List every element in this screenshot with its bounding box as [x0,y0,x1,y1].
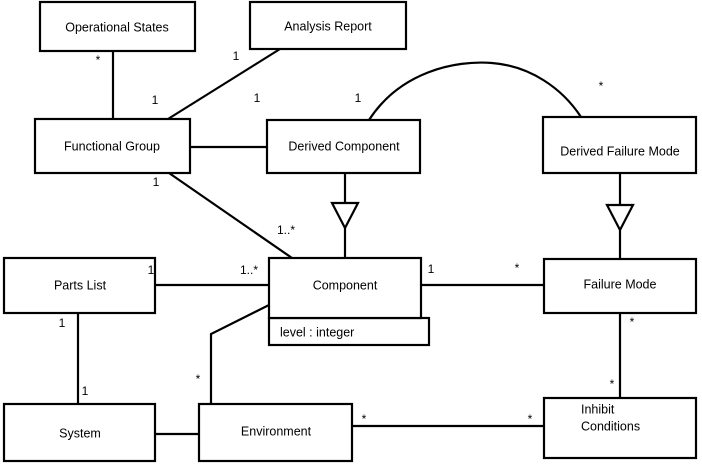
class-operational-states[interactable]: Operational States [38,0,197,53]
multiplicity-functional-group-top: 1 [152,93,159,107]
generalization-triangle-failure-mode-icon [605,203,635,233]
multiplicity-derived-component-left: 1 [254,91,261,105]
multiplicity-functional-group-bottom: 1 [153,175,160,189]
multiplicity-inhibit-conditions-top: * [610,377,615,391]
class-component-attribute-level: level : integer [280,325,354,339]
edge-functional-group-analysis-report [167,48,281,120]
multiplicity-component-topleft: 1..* [277,223,295,237]
edge-environment-component [209,304,270,404]
class-name-failure-mode: Failure Mode [584,277,657,291]
multiplicity-component-right: 1 [428,262,435,276]
class-name-parts-list: Parts List [54,278,107,292]
class-name-inhibit-conditions-line1: Inhibit [581,402,615,416]
class-parts-list[interactable]: Parts List [2,256,157,315]
class-name-system: System [59,426,101,440]
multiplicity-labels-layer: * 1 1 1 1 * 1 1..* 1 1..* 1 * 1 1 * * * … [59,49,635,426]
class-system[interactable]: System [2,402,157,463]
class-name-inhibit-conditions-line2: Conditions [581,419,640,433]
class-derived-failure-mode[interactable]: Derived Failure Mode [541,115,698,175]
multiplicity-inhibit-conditions-left: * [528,412,533,426]
class-name-analysis-report: Analysis Report [284,19,372,33]
class-functional-group[interactable]: Functional Group [33,117,192,175]
class-name-derived-component: Derived Component [288,139,400,153]
multiplicity-environment-component: * [196,372,201,386]
class-component-attribute-compartment [267,316,431,347]
class-environment[interactable]: Environment [197,402,354,463]
multiplicity-parts-list-bottom: 1 [59,316,66,330]
multiplicity-environment-right: * [362,412,367,426]
class-name-environment: Environment [241,424,312,438]
class-inhibit-conditions[interactable]: Inhibit Conditions [542,396,698,460]
multiplicity-system-top: 1 [82,384,89,398]
class-analysis-report[interactable]: Analysis Report [248,0,408,51]
edges-layer [76,48,635,436]
class-derived-component[interactable]: Derived Component [265,118,422,175]
multiplicity-arc-right: * [599,79,604,93]
edge-functional-group-component [168,172,293,259]
generalization-triangle-component-icon [330,201,360,231]
class-failure-mode[interactable]: Failure Mode [542,257,698,315]
class-name-operational-states: Operational States [65,20,169,34]
class-name-component: Component [313,278,378,292]
class-name-derived-failure-mode: Derived Failure Mode [560,144,680,158]
class-name-functional-group: Functional Group [64,139,160,153]
edge-derived-component-derived-failure-mode [368,61,582,121]
multiplicity-failure-mode-bottom: * [630,315,635,329]
multiplicity-arc-left: 1 [355,91,362,105]
multiplicity-parts-list-component: 1..* [240,263,258,277]
multiplicity-parts-list-right: 1 [148,263,155,277]
class-component[interactable]: level : integer Component [267,256,431,347]
multiplicity-analysis-report: 1 [233,49,240,63]
multiplicity-operational-states: * [96,53,101,67]
multiplicity-failure-mode-left: * [515,261,520,275]
